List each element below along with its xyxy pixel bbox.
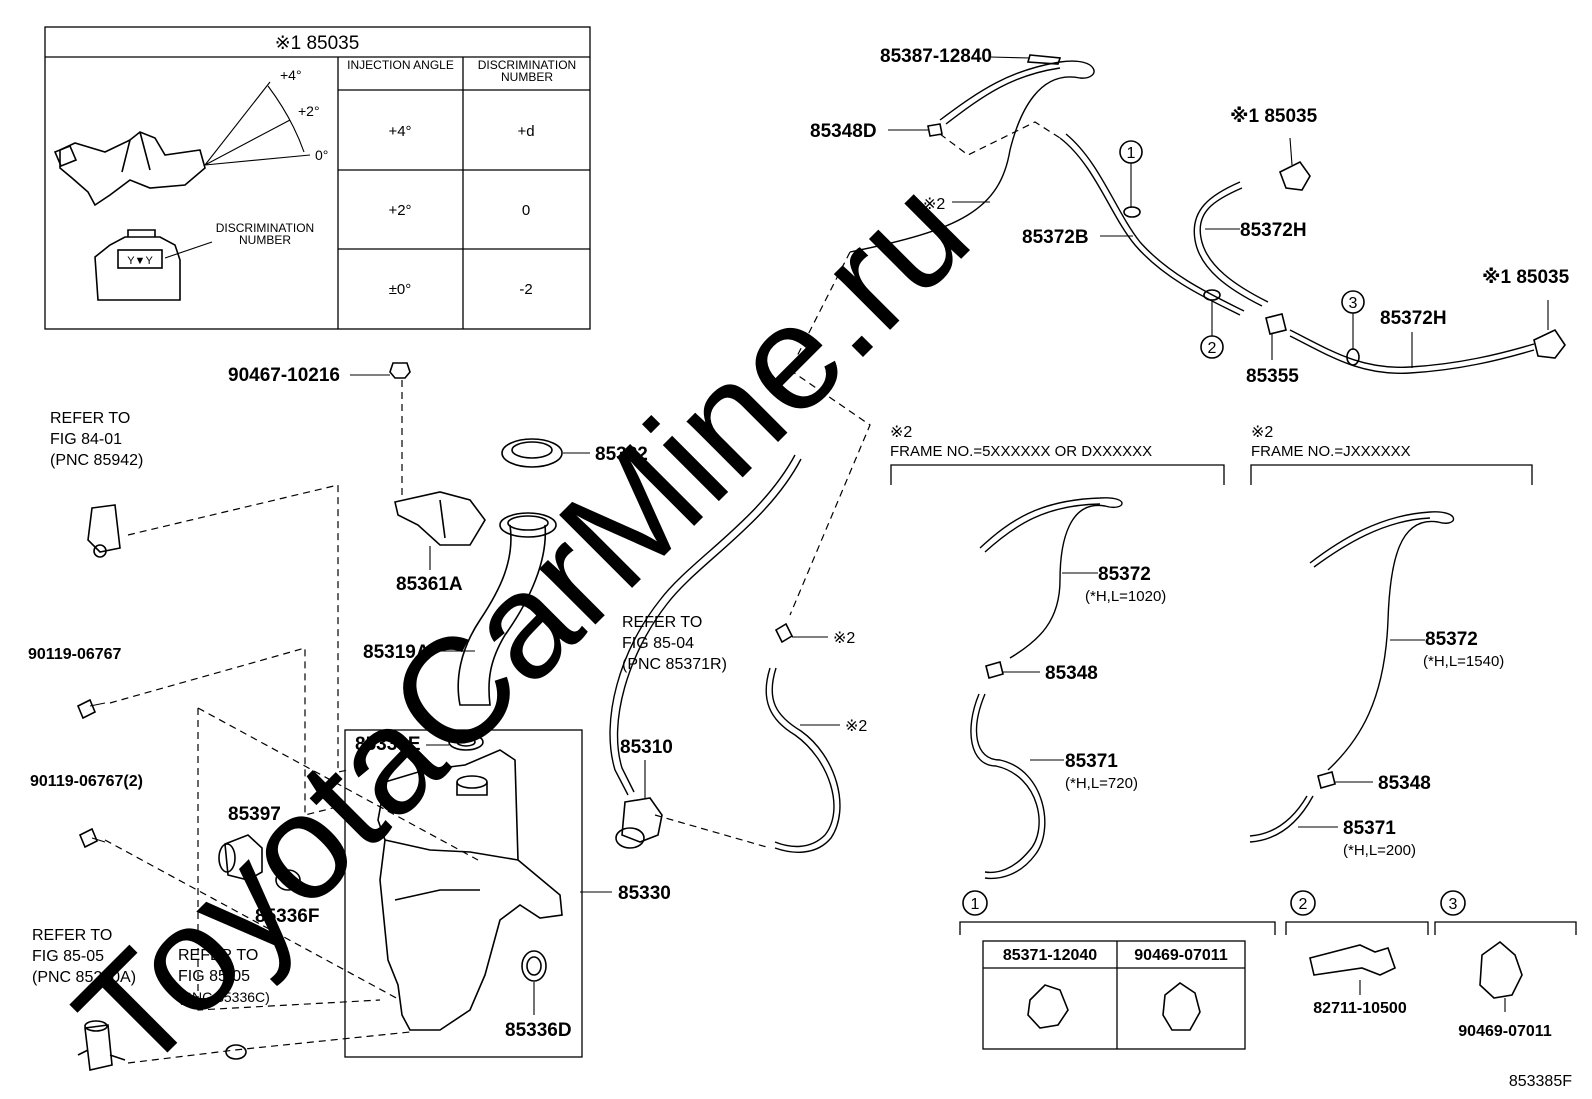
part-number-label: 90469-07011: [1134, 947, 1228, 964]
note-marker: ※2: [1251, 424, 1273, 441]
header-injection-angle: INJECTION ANGLE: [347, 59, 454, 72]
part-number-label: 85387-12840: [880, 46, 992, 67]
note-marker: ※2: [845, 718, 867, 735]
frame-variant-jxxxxxx: ※2 FRAME NO.=JXXXXXX 85372 (*H,L=1540) 8…: [1249, 424, 1533, 859]
hose-length: (*H,L=1540): [1423, 653, 1504, 670]
part-number-label: 85336F: [255, 906, 319, 927]
part-number-label: ※1 85035: [1230, 106, 1318, 127]
part-number-label: 85371: [1065, 751, 1118, 772]
part-number-label: 85397: [228, 804, 281, 825]
refer-to-line: (PNC 85336C): [178, 989, 270, 1005]
callout-number: 3: [1449, 896, 1458, 913]
part-number-label: 85319A: [363, 642, 430, 663]
frame-title: FRAME NO.=JXXXXXX: [1251, 443, 1411, 460]
refer-to-line: REFER TO: [32, 927, 112, 944]
refer-to-line: FIG 85-05: [32, 948, 104, 965]
part-number-label: 90119-06767(2): [30, 773, 143, 790]
part-number-label: 85372: [1098, 564, 1151, 585]
diagram-id: 853385F: [1509, 1073, 1572, 1090]
washer-tank-group: 90467-10216 85361A 85332 85319A 85336E 8: [28, 362, 867, 1071]
callout-number: 2: [1299, 896, 1308, 913]
part-number-label: 82711-10500: [1313, 1000, 1407, 1017]
callout-number: 1: [1127, 145, 1136, 162]
clip-details: 1 85371-12040 90469-07011 2 82711-10500 …: [959, 890, 1577, 1050]
refer-to-line: REFER TO: [178, 947, 258, 964]
row-angle: +4°: [388, 123, 411, 140]
part-number-label: 85336D: [505, 1020, 572, 1041]
refer-to-line: (PNC 85942): [50, 452, 143, 469]
inset-nozzle-table: ※1 85035 INJECTION ANGLE DISCRIMINATION …: [44, 26, 591, 330]
part-number-label: 85348: [1378, 773, 1431, 794]
refer-to-line: (PNC 85280A): [32, 969, 136, 986]
frame-variant-5xxxxxx: ※2 FRAME NO.=5XXXXXX OR DXXXXXX 85372 (*…: [890, 424, 1225, 880]
part-number-label: 85372B: [1022, 227, 1089, 248]
upper-hose-group: 85387-12840 85348D ※2 85372B 1 2 85372H …: [810, 46, 1570, 387]
part-number-label: 85355: [1246, 366, 1299, 387]
callout-number: 1: [971, 896, 980, 913]
part-number-label: 85330: [618, 883, 671, 904]
angle-mark: +2°: [298, 103, 320, 119]
header-discrimination-number: DISCRIMINATION NUMBER: [477, 59, 577, 84]
part-number-label: 85372H: [1240, 220, 1307, 241]
refer-to-line: REFER TO: [622, 614, 702, 631]
angle-mark: +4°: [280, 67, 302, 83]
refer-to-line: (PNC 85371R): [622, 656, 727, 673]
connection-dashed-line: [789, 251, 871, 616]
note-marker: ※2: [923, 196, 945, 213]
hose-length: (*H,L=200): [1343, 842, 1416, 859]
part-number-label: 85361A: [396, 574, 463, 595]
part-number-label: 85371-12040: [1003, 947, 1097, 964]
discrimination-label: DISCRIMINATION NUMBER: [215, 222, 315, 247]
hose-length: (*H,L=1020): [1085, 588, 1166, 605]
part-number-label: ※1 85035: [1482, 267, 1570, 288]
refer-to-line: FIG 85-05: [178, 968, 250, 985]
part-number-label: 90469-07011: [1458, 1023, 1552, 1040]
row-angle: ±0°: [389, 281, 412, 298]
callout-number: 2: [1208, 340, 1217, 357]
row-number: 0: [522, 202, 530, 219]
row-angle: +2°: [388, 202, 411, 219]
nozzle-mark: Y▼Y: [127, 255, 153, 267]
inset-title: ※1 85035: [275, 33, 360, 54]
note-marker: ※2: [890, 424, 912, 441]
part-number-label: 85372H: [1380, 308, 1447, 329]
part-number-label: 90467-10216: [228, 365, 340, 386]
part-number-label: 85371: [1343, 818, 1396, 839]
part-number-label: 85310: [620, 737, 673, 758]
row-number: +d: [517, 123, 534, 140]
angle-mark: 0°: [315, 147, 328, 163]
callout-number: 3: [1349, 295, 1358, 312]
part-number-label: 85336E: [355, 734, 421, 755]
part-number-label: 90119-06767: [28, 646, 122, 663]
refer-to-line: FIG 85-04: [622, 635, 694, 652]
hose-length: (*H,L=720): [1065, 775, 1138, 792]
refer-to-line: REFER TO: [50, 410, 130, 427]
row-number: -2: [519, 281, 532, 298]
part-number-label: 85348: [1045, 663, 1098, 684]
refer-to-line: FIG 84-01: [50, 431, 122, 448]
part-number-label: 85348D: [810, 121, 877, 142]
frame-title: FRAME NO.=5XXXXXX OR DXXXXXX: [890, 443, 1152, 460]
part-number-label: 85332: [595, 444, 648, 465]
part-number-label: 85372: [1425, 629, 1478, 650]
note-marker: ※2: [833, 630, 855, 647]
